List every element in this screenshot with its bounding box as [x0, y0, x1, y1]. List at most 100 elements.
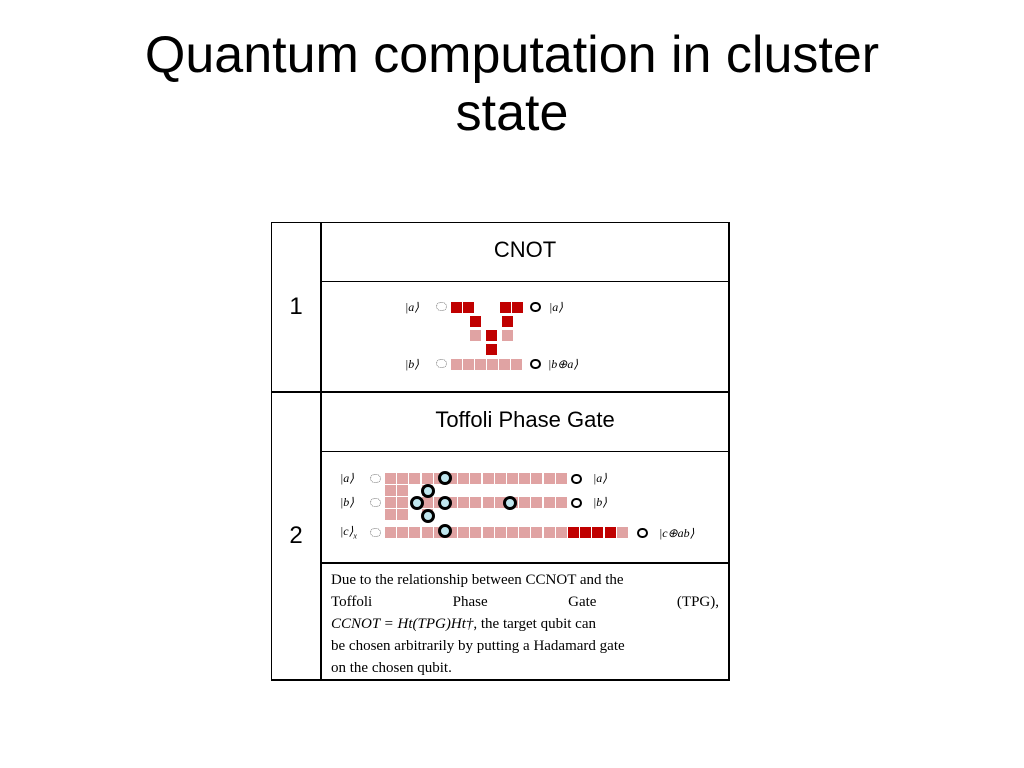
tpg-cell [494, 527, 506, 538]
cnot-output-qubit-b [530, 359, 541, 369]
tpg-diagram-divider [321, 562, 729, 564]
tpg-cell [494, 473, 506, 484]
tpg-cell [616, 527, 628, 538]
note-line-4: be chosen arbitrarily by putting a Hadam… [331, 638, 625, 654]
note-word: Phase [452, 594, 488, 610]
cnot-cell [487, 359, 498, 370]
tpg-cell [421, 527, 433, 538]
cnot-cell [451, 302, 462, 313]
cnot-cell [500, 302, 511, 313]
measurement-node [503, 496, 517, 510]
table-border-bottom [271, 679, 730, 681]
tpg-output-qubit-b [571, 498, 582, 508]
note-line-2: Toffoli Phase Gate (TPG), [331, 591, 719, 613]
note-word: Toffoli [331, 594, 373, 610]
tpg-cell [543, 527, 555, 538]
tpg-cell [507, 473, 518, 484]
measurement-node [421, 509, 435, 523]
cnot-cell [470, 330, 481, 341]
note-line-5: on the chosen qubit. [331, 660, 452, 676]
row-number-1: 1 [289, 293, 303, 320]
cnot-input-b: |b⟩ [405, 357, 419, 371]
tpg-cell [397, 473, 409, 484]
tpg-cell [385, 485, 396, 496]
tpg-cell [568, 527, 579, 538]
cnot-cell [463, 359, 474, 370]
tpg-cell [421, 497, 433, 508]
cnot-cell [470, 316, 481, 327]
tpg-cell [458, 527, 470, 538]
tpg-input-qubit-a [370, 474, 381, 483]
tpg-cell [543, 497, 555, 508]
cnot-cell [502, 330, 513, 341]
cnot-heading-divider [321, 281, 729, 282]
cnot-cell [475, 359, 486, 370]
tpg-output-c-xor-ab: |c⊕ab⟩ [659, 526, 695, 540]
tpg-cell [458, 497, 470, 508]
tpg-input-a: |a⟩ [340, 471, 354, 485]
tpg-cell [494, 497, 506, 508]
tpg-input-qubit-c [370, 528, 381, 537]
tpg-heading: Toffoli Phase Gate [435, 407, 615, 432]
tpg-cell [385, 473, 396, 484]
tpg-cell [470, 497, 482, 508]
tpg-cell [397, 509, 409, 520]
cnot-cell [499, 359, 510, 370]
slide-title-line2: state [455, 84, 569, 142]
tpg-cell [482, 497, 494, 508]
cnot-input-qubit-a [436, 302, 447, 311]
tpg-cell [519, 473, 531, 484]
tpg-heading-divider [321, 451, 729, 452]
measurement-node [438, 496, 452, 510]
cnot-cell [486, 330, 497, 341]
tpg-cell [555, 527, 567, 538]
tpg-cell [531, 473, 543, 484]
cnot-cell [511, 359, 522, 370]
note-line-1: Due to the relationship between CCNOT an… [331, 572, 624, 588]
tpg-cell [519, 497, 531, 508]
slide-title: Quantum computation in cluster state [0, 26, 1024, 142]
tpg-cell [397, 527, 409, 538]
tpg-cell [531, 497, 543, 508]
tpg-cell [482, 473, 494, 484]
tpg-input-c: |c⟩x [340, 524, 357, 541]
tpg-input-qubit-b [370, 498, 381, 507]
tpg-cell [397, 497, 409, 508]
table-border-right [728, 222, 730, 680]
table-row-divider [271, 391, 730, 393]
tpg-cell [543, 473, 555, 484]
slide-title-line1: Quantum computation in cluster [144, 26, 880, 84]
tpg-cell [385, 509, 396, 520]
tpg-cell [458, 473, 470, 484]
cnot-cell [512, 302, 523, 313]
cnot-heading: CNOT [493, 237, 557, 262]
cnot-output-a: |a⟩ [549, 300, 563, 314]
tpg-cell [470, 473, 482, 484]
cnot-cell [502, 316, 513, 327]
cnot-output-qubit-a [530, 302, 541, 312]
tpg-output-a: |a⟩ [593, 471, 607, 485]
tpg-output-qubit-c [637, 528, 648, 538]
tpg-cell [385, 527, 396, 538]
table-border-left [271, 222, 272, 680]
tpg-cell [519, 527, 531, 538]
table-border-top [271, 222, 730, 223]
note-formula: CCNOT = Ht(TPG)Ht† [331, 616, 474, 632]
cnot-input-a: |a⟩ [405, 300, 419, 314]
cnot-cell [463, 302, 474, 313]
tpg-cell [604, 527, 616, 538]
cnot-cell [451, 359, 462, 370]
note-word: Gate [568, 594, 597, 610]
tpg-cell [409, 527, 421, 538]
tpg-cell [397, 485, 409, 496]
note-line-3: CCNOT = Ht(TPG)Ht†, the target qubit can [331, 613, 719, 635]
tpg-cell [580, 527, 592, 538]
cnot-output-b-xor-a: |b⊕a⟩ [548, 357, 579, 371]
tpg-cell [592, 527, 604, 538]
note-word: (TPG), [676, 594, 719, 610]
tpg-note: Due to the relationship between CCNOT an… [331, 569, 719, 679]
tpg-cell [385, 497, 396, 508]
measurement-node [438, 471, 452, 485]
tpg-cell [507, 527, 518, 538]
tpg-output-b: |b⟩ [593, 495, 607, 509]
